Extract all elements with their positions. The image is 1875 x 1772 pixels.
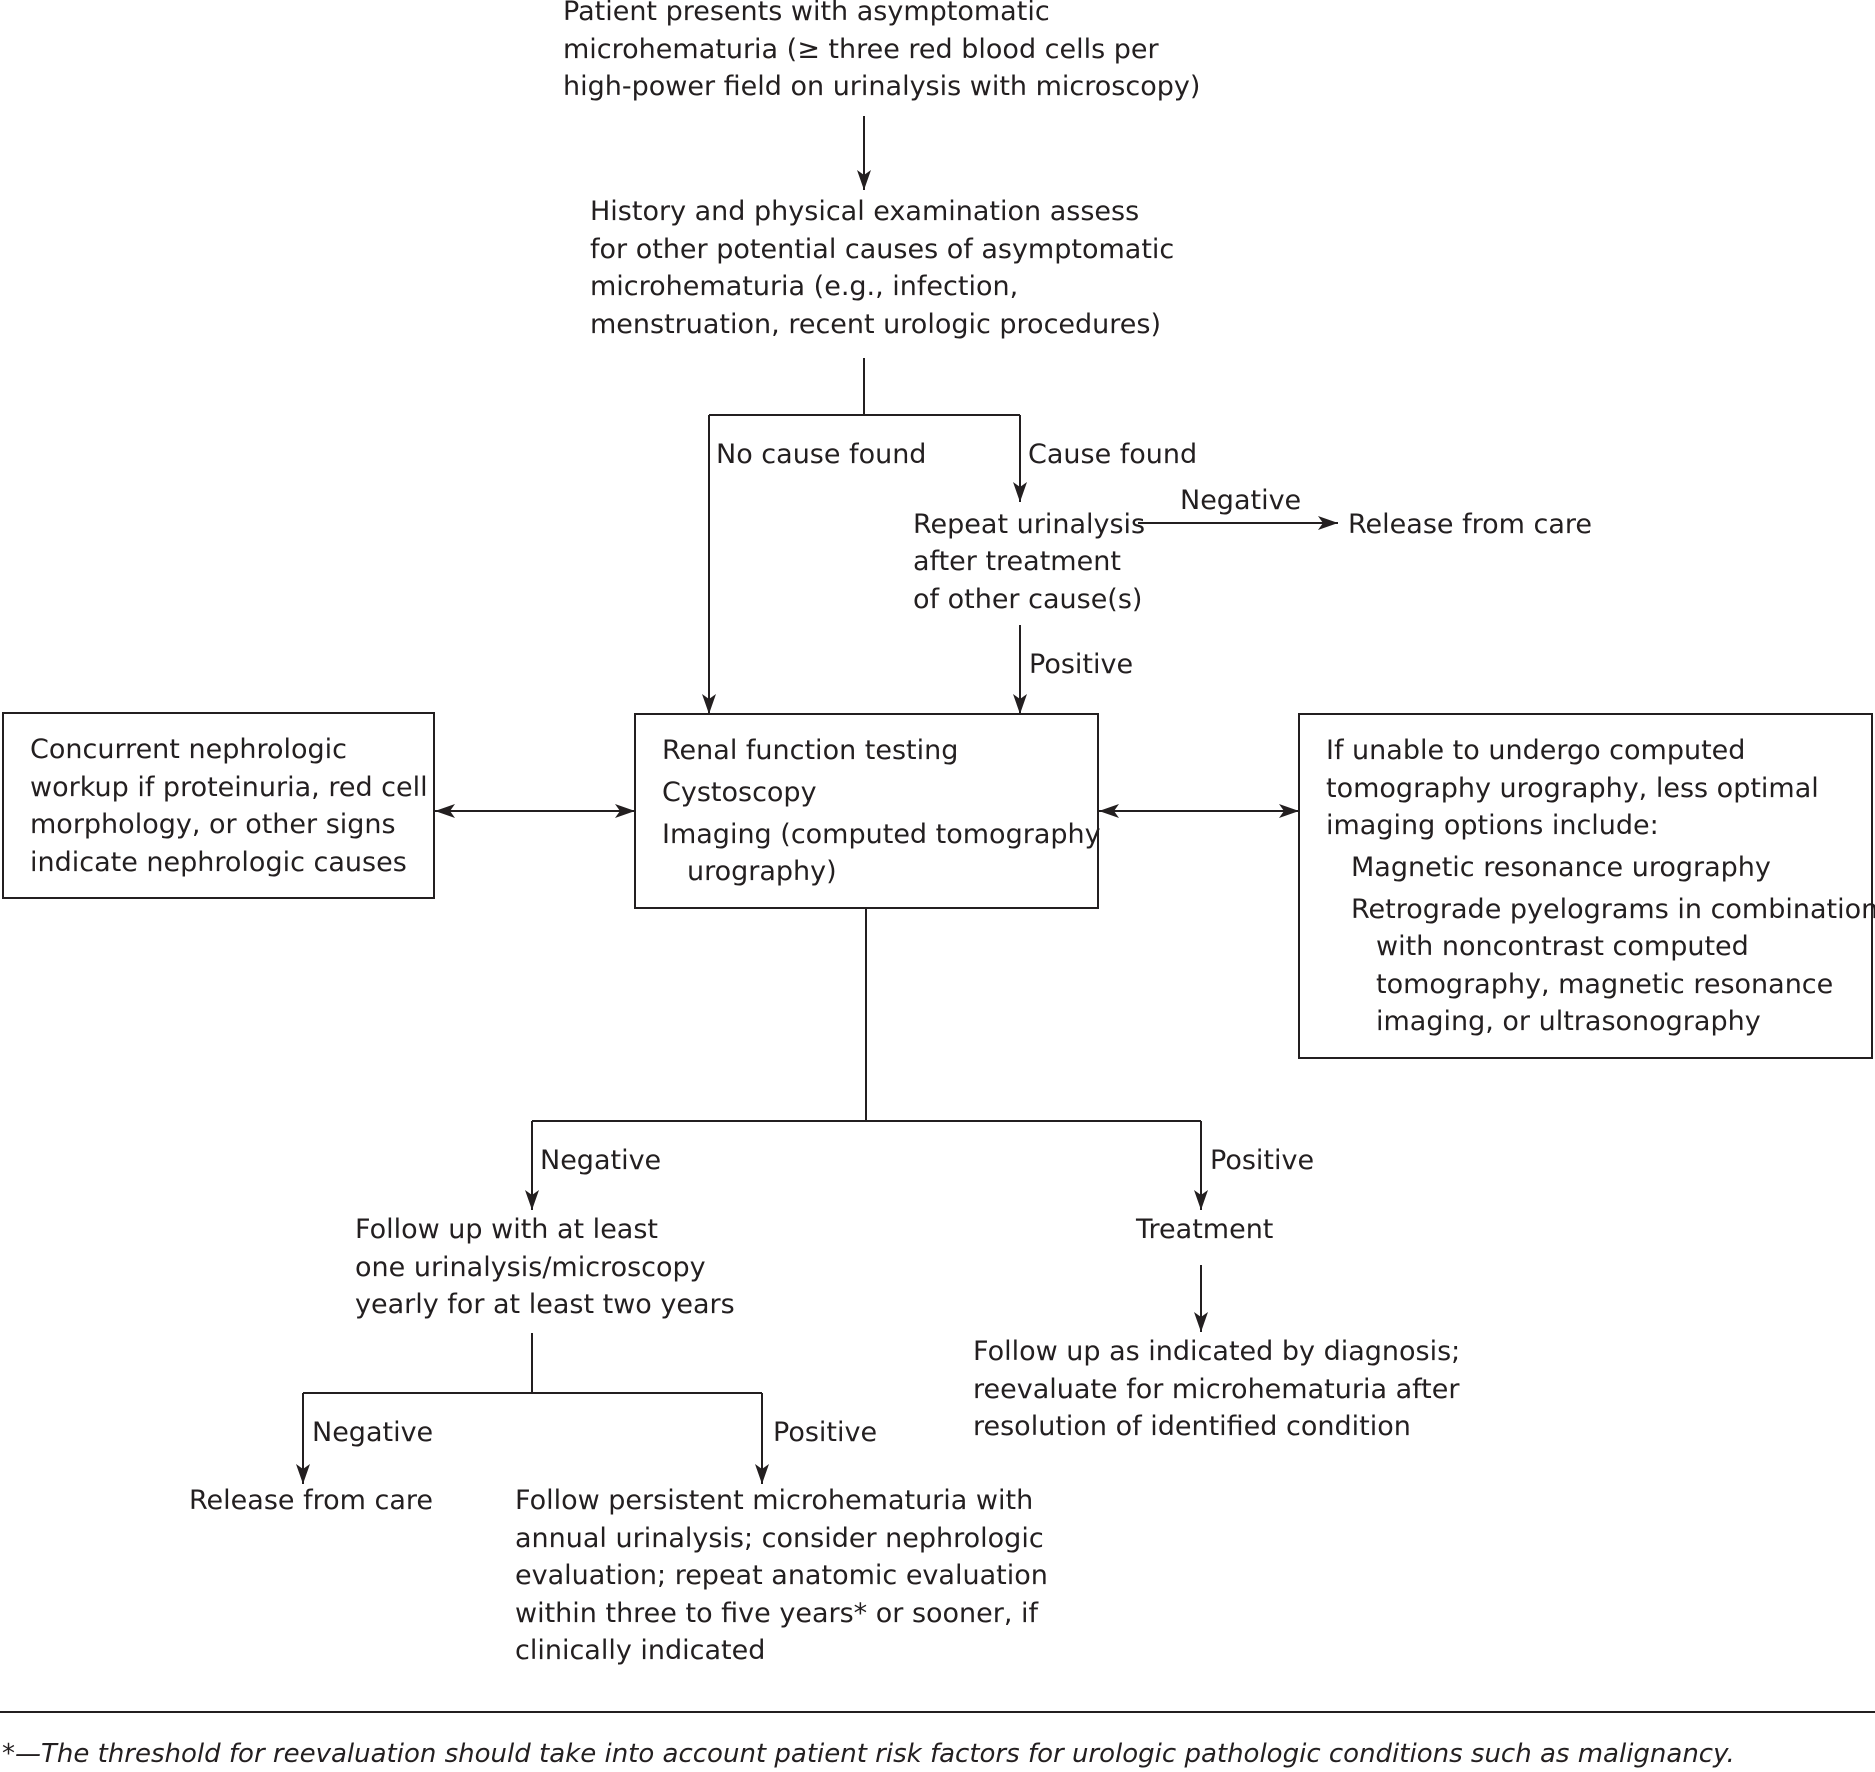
node-text-line: Imaging (computed tomography (662, 819, 1101, 850)
node-text-line: morphology, or other signs (30, 809, 396, 840)
node-text-line: Renal function testing (662, 735, 959, 766)
node-text-line: Concurrent nephrologic (30, 734, 347, 765)
node-text-line: microhematuria (e.g., infection, (590, 271, 1019, 302)
footnote: *—The threshold for reevaluation should … (2, 1739, 1735, 1769)
edge-label-negative-followup: Negative (540, 1145, 662, 1176)
node-text-line: Cystoscopy (662, 777, 817, 808)
edge-label-positive-evaluation: Positive (1029, 649, 1134, 680)
node-text-line: evaluation; repeat anatomic evaluation (515, 1560, 1048, 1591)
node-text-line: reevaluate for microhematuria after (973, 1374, 1460, 1405)
node-text-line: Patient presents with asymptomatic (563, 0, 1050, 27)
edge-label-positive-treatment: Positive (1210, 1145, 1315, 1176)
node-text-line: Follow up with at least (355, 1214, 658, 1245)
node-text-line: yearly for at least two years (355, 1289, 735, 1320)
node-evaluation-box: Renal function testing Cystoscopy Imagin… (634, 713, 1101, 909)
node-text-line: Magnetic resonance urography (1351, 852, 1771, 883)
edge-label-no-cause-found: No cause found (716, 439, 927, 470)
node-text-line: microhematuria (≥ three red blood cells … (563, 34, 1159, 65)
edge-label-positive-persistent: Positive (773, 1417, 878, 1448)
node-text-line: Retrograde pyelograms in combination (1351, 894, 1875, 925)
footnote-divider (0, 1711, 1875, 1713)
node-text-line: imaging, or ultrasonography (1376, 1006, 1761, 1037)
node-text-line: menstruation, recent urologic procedures… (590, 309, 1161, 340)
node-alternatives-box: If unable to undergo computed tomography… (1298, 713, 1875, 1059)
node-text-line: with noncontrast computed (1376, 931, 1749, 962)
node-text-line: high-power field on urinalysis with micr… (563, 71, 1201, 102)
node-text-line: Release from care (1348, 509, 1593, 540)
node-text-line: Follow persistent microhematuria with (515, 1485, 1034, 1516)
node-text-line: tomography urography, less optimal (1326, 773, 1819, 804)
node-text-line: History and physical examination assess (590, 196, 1140, 227)
node-text-line: imaging options include: (1326, 810, 1659, 841)
node-text-line: annual urinalysis; consider nephrologic (515, 1523, 1044, 1554)
node-text-line: resolution of identified condition (973, 1411, 1411, 1442)
node-text-line: Follow up as indicated by diagnosis; (973, 1336, 1461, 1367)
node-text-line: workup if proteinuria, red cell (30, 772, 428, 803)
edge-label-cause-found: Cause found (1028, 439, 1198, 470)
node-text-line: Treatment (1136, 1214, 1274, 1245)
node-text-line: tomography, magnetic resonance (1376, 969, 1834, 1000)
node-text-line: urography) (687, 856, 837, 887)
edge-label-negative-release: Negative (1180, 485, 1302, 516)
node-text-line: of other cause(s) (913, 584, 1143, 615)
node-text-line: within three to five years* or sooner, i… (515, 1598, 1039, 1629)
node-text-line: Release from care (189, 1485, 434, 1516)
node-nephrologic-box: Concurrent nephrologic workup if protein… (2, 712, 435, 899)
node-text-line: Repeat urinalysis (913, 509, 1146, 540)
edge-label-negative-release-bottom: Negative (312, 1417, 434, 1448)
node-text-line: clinically indicated (515, 1635, 766, 1666)
node-text-line: for other potential causes of asymptomat… (590, 234, 1175, 265)
node-text-line: indicate nephrologic causes (30, 847, 407, 878)
node-text-line: one urinalysis/microscopy (355, 1252, 706, 1283)
node-text-line: If unable to undergo computed (1326, 735, 1746, 766)
node-text-line: after treatment (913, 546, 1121, 577)
